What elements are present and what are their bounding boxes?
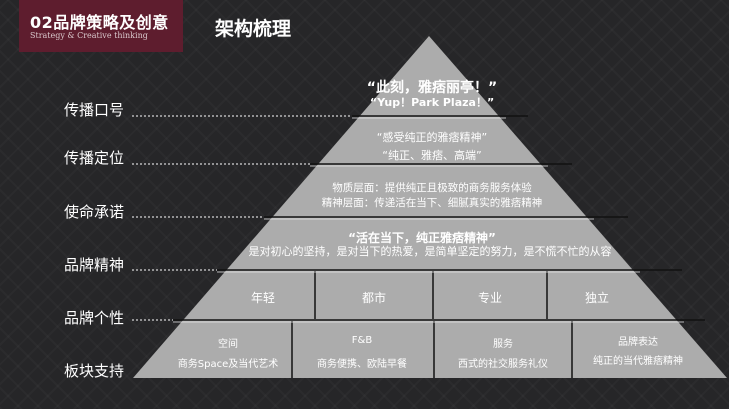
- pyramid-shape: [133, 36, 727, 378]
- level-label-support: 板块支持: [64, 362, 125, 380]
- level-label-slogan: 传播口号: [64, 101, 125, 119]
- personality-young: 年轻: [250, 291, 276, 305]
- page-title: 架构梳理: [215, 18, 292, 40]
- personality-professional: 专业: [477, 291, 503, 305]
- support-service-title: 服务: [493, 339, 513, 350]
- level-label-spirit: 品牌精神: [64, 256, 125, 274]
- mission-material: 物质层面：提供纯正且极致的商务服务体验: [332, 182, 532, 194]
- personality-urban: 都市: [361, 291, 387, 305]
- support-brand-desc: 纯正的当代雅痞精神: [593, 356, 683, 367]
- level-label-personality: 品牌个性: [64, 309, 125, 327]
- section-header: 02品牌策略及创意 Strategy & Creative thinking: [19, 0, 183, 52]
- positioning-line1: “感受纯正的雅痞精神”: [376, 131, 488, 144]
- mission-spiritual: 精神层面：传递活在当下、细腻真实的雅痞精神: [321, 197, 543, 209]
- support-space-title: 空间: [218, 339, 238, 350]
- level-label-mission: 使命承诺: [64, 203, 125, 221]
- slogan-en: “Yup！Park Plaza！”: [369, 96, 495, 109]
- level-label-positioning: 传播定位: [64, 149, 125, 167]
- personality-independent: 独立: [584, 291, 610, 305]
- support-brand-title: 品牌表达: [618, 337, 658, 348]
- slogan-cn: “此刻，雅痞丽亭！”: [366, 80, 498, 96]
- support-service-desc: 西式的社交服务礼仪: [458, 359, 548, 370]
- section-title: 02品牌策略及创意: [30, 13, 169, 32]
- support-fb-desc: 商务便携、欧陆早餐: [317, 359, 407, 370]
- support-space-desc: 商务Space及当代艺术: [177, 359, 279, 370]
- spirit-headline: “活在当下，纯正雅痞精神”: [348, 231, 496, 245]
- section-subtitle: Strategy & Creative thinking: [30, 31, 148, 40]
- support-fb-title: F&B: [351, 335, 373, 346]
- spirit-description: 是对初心的坚持，是对当下的热爱，是简单坚定的努力，是不慌不忙的从容: [248, 245, 612, 258]
- positioning-line2: “纯正、雅痞、高端”: [382, 149, 482, 162]
